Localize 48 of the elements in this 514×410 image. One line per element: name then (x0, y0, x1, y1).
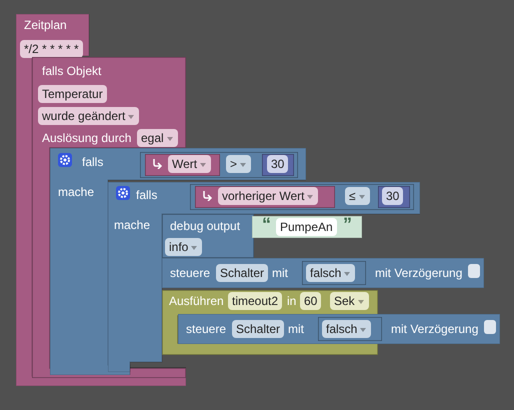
text-field: Temperatur (38, 85, 107, 103)
block-label: Zeitplan (24, 18, 67, 32)
text-field: 30 (382, 187, 404, 205)
text-field: 30 (267, 155, 288, 173)
number-block (378, 186, 410, 208)
boolean-block (302, 261, 366, 285)
block-label: falls (82, 155, 104, 169)
block-label: steuere (186, 322, 226, 336)
compare-block (140, 152, 298, 178)
block-label: mit (272, 266, 288, 280)
number-block (262, 154, 294, 176)
block-label: mache (58, 185, 94, 199)
text-field: Schalter (232, 320, 284, 338)
block-label: steuere (170, 266, 210, 280)
dropdown-field: falsch (306, 264, 356, 282)
block-label: debug output (170, 219, 240, 233)
text-field: timeout2 (228, 292, 282, 310)
block-label: mit Verzögerung (391, 322, 478, 336)
block-label: mache (114, 218, 150, 232)
dropdown-field: Wert (168, 155, 212, 173)
text-field: PumpeAn (276, 218, 337, 236)
dropdown-field: info (165, 238, 202, 256)
control-block (178, 314, 500, 344)
block-label: mit (288, 322, 304, 336)
compare-block (190, 184, 414, 210)
block-label: Ausführen (169, 294, 224, 308)
text-block (252, 216, 362, 238)
boolean-block (318, 317, 382, 341)
dropdown-field: egal (137, 129, 178, 147)
dropdown-field: ≤ (345, 187, 370, 205)
dropdown-field: vorheriger Wert (218, 187, 318, 205)
block-label: Auslösung durch (42, 131, 132, 145)
debug-block (162, 214, 254, 258)
dropdown-field: Sek (330, 292, 369, 310)
variable-block (145, 154, 220, 176)
text-field: */2 * * * * * (20, 40, 83, 58)
text-field: Schalter (216, 264, 268, 282)
block-label: falls Objekt (42, 64, 102, 78)
dropdown-field: > (226, 155, 252, 173)
variable-block (195, 186, 335, 208)
quote-mark: “ (262, 217, 271, 231)
dropdown-field: wurde geändert (38, 107, 140, 125)
block-label: mit Verzögerung (375, 266, 462, 280)
block-label: in (287, 294, 296, 308)
block-label: falls (136, 188, 158, 202)
text-field: 60 (300, 292, 322, 310)
quote-mark: ” (343, 217, 352, 231)
dropdown-field: falsch (322, 320, 372, 338)
